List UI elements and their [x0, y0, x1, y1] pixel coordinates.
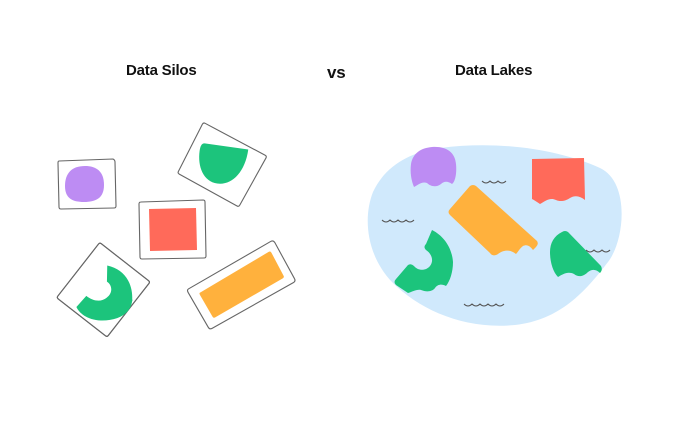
silo-green-arc-frame [56, 242, 150, 337]
data-silos-title: Data Silos [126, 62, 197, 79]
lake-group [367, 145, 622, 326]
wave-icon [381, 219, 415, 223]
silo-orange [186, 240, 296, 330]
wave-marks [381, 180, 611, 307]
data-lakes-title: Data Lakes [455, 62, 533, 79]
silos-group [56, 122, 296, 337]
silo-red [138, 199, 207, 260]
lake-purple [410, 146, 457, 187]
silo-green-arc-final [76, 265, 133, 321]
wave-icon [481, 180, 507, 184]
vs-label: vs [327, 63, 346, 82]
wave-icon [463, 303, 505, 307]
lake-orange [448, 185, 538, 256]
lake-red [532, 158, 585, 204]
lake-green-arc [394, 230, 453, 293]
wave-icon [585, 249, 611, 253]
lake-green-half [550, 231, 602, 277]
silo-purple [57, 158, 117, 210]
silo-green-half [177, 122, 267, 207]
